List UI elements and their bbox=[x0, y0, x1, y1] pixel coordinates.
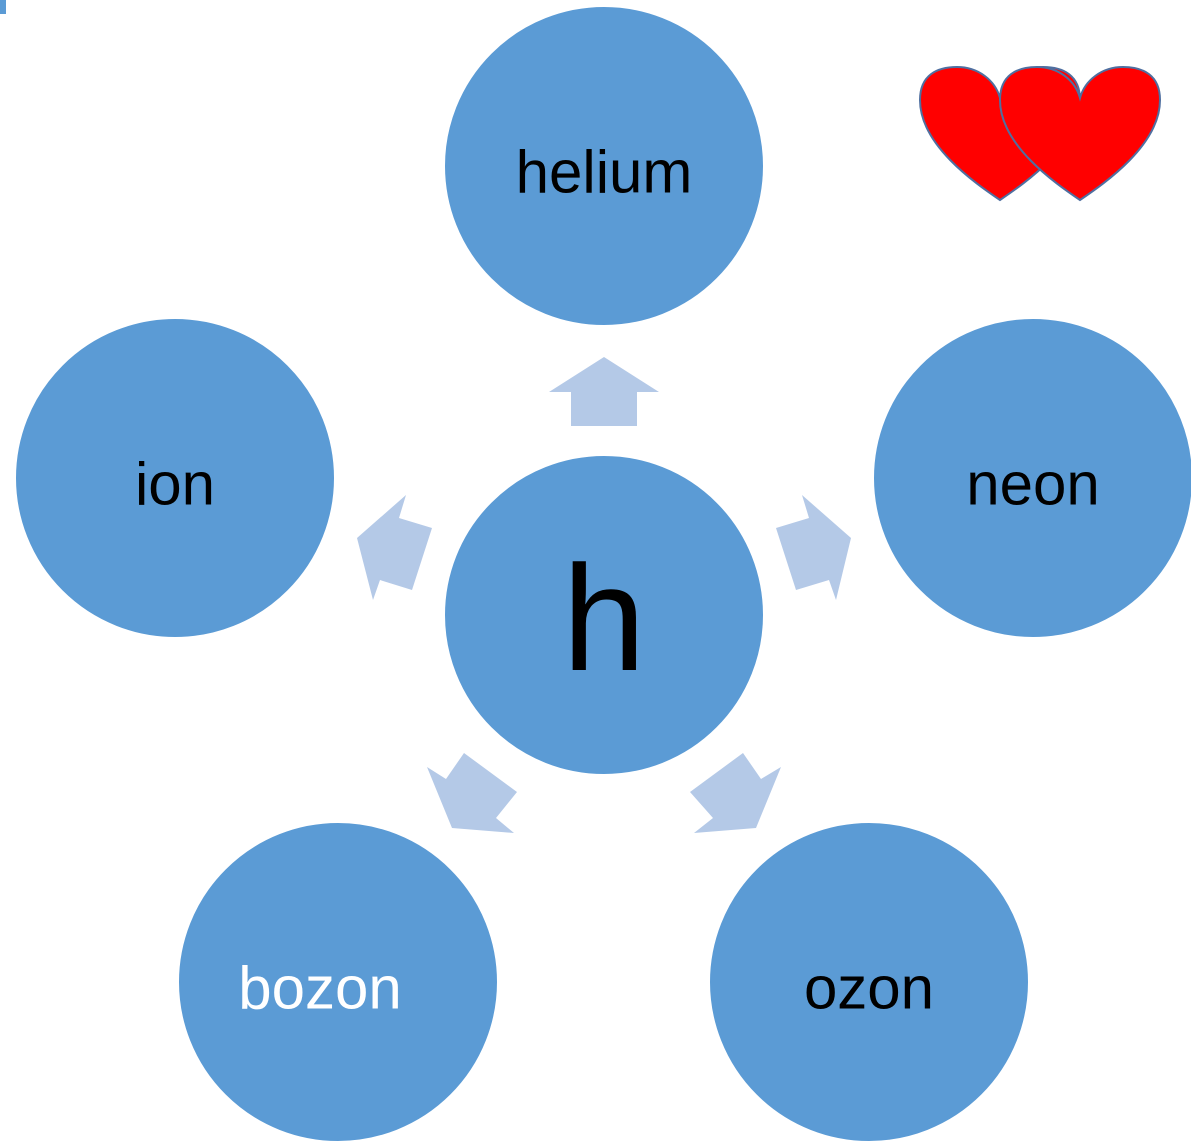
node-neon: neon bbox=[872, 317, 1191, 639]
arrow-to-neon bbox=[776, 495, 851, 600]
node-label-bozon: bozon bbox=[238, 955, 401, 1022]
arrow-to-helium bbox=[549, 357, 659, 426]
node-label-ion: ion bbox=[135, 451, 215, 518]
node-center: h bbox=[443, 454, 765, 776]
arrow-to-ion bbox=[357, 495, 432, 600]
node-helium: helium bbox=[443, 5, 765, 327]
heart-right-icon bbox=[998, 65, 1162, 202]
node-ozon: ozon bbox=[708, 821, 1030, 1143]
node-ion: ion bbox=[14, 317, 336, 639]
corner-mark bbox=[0, 0, 6, 14]
arrow-to-bozon bbox=[427, 753, 517, 833]
node-label-neon: neon bbox=[966, 451, 1099, 518]
arrow-to-ozon bbox=[690, 753, 781, 833]
node-label-helium: helium bbox=[516, 139, 693, 206]
node-label-ozon: ozon bbox=[804, 955, 934, 1022]
center-label: h bbox=[562, 534, 645, 702]
node-bozon: bozon bbox=[177, 821, 499, 1143]
two-hearts-icon bbox=[918, 65, 1162, 202]
